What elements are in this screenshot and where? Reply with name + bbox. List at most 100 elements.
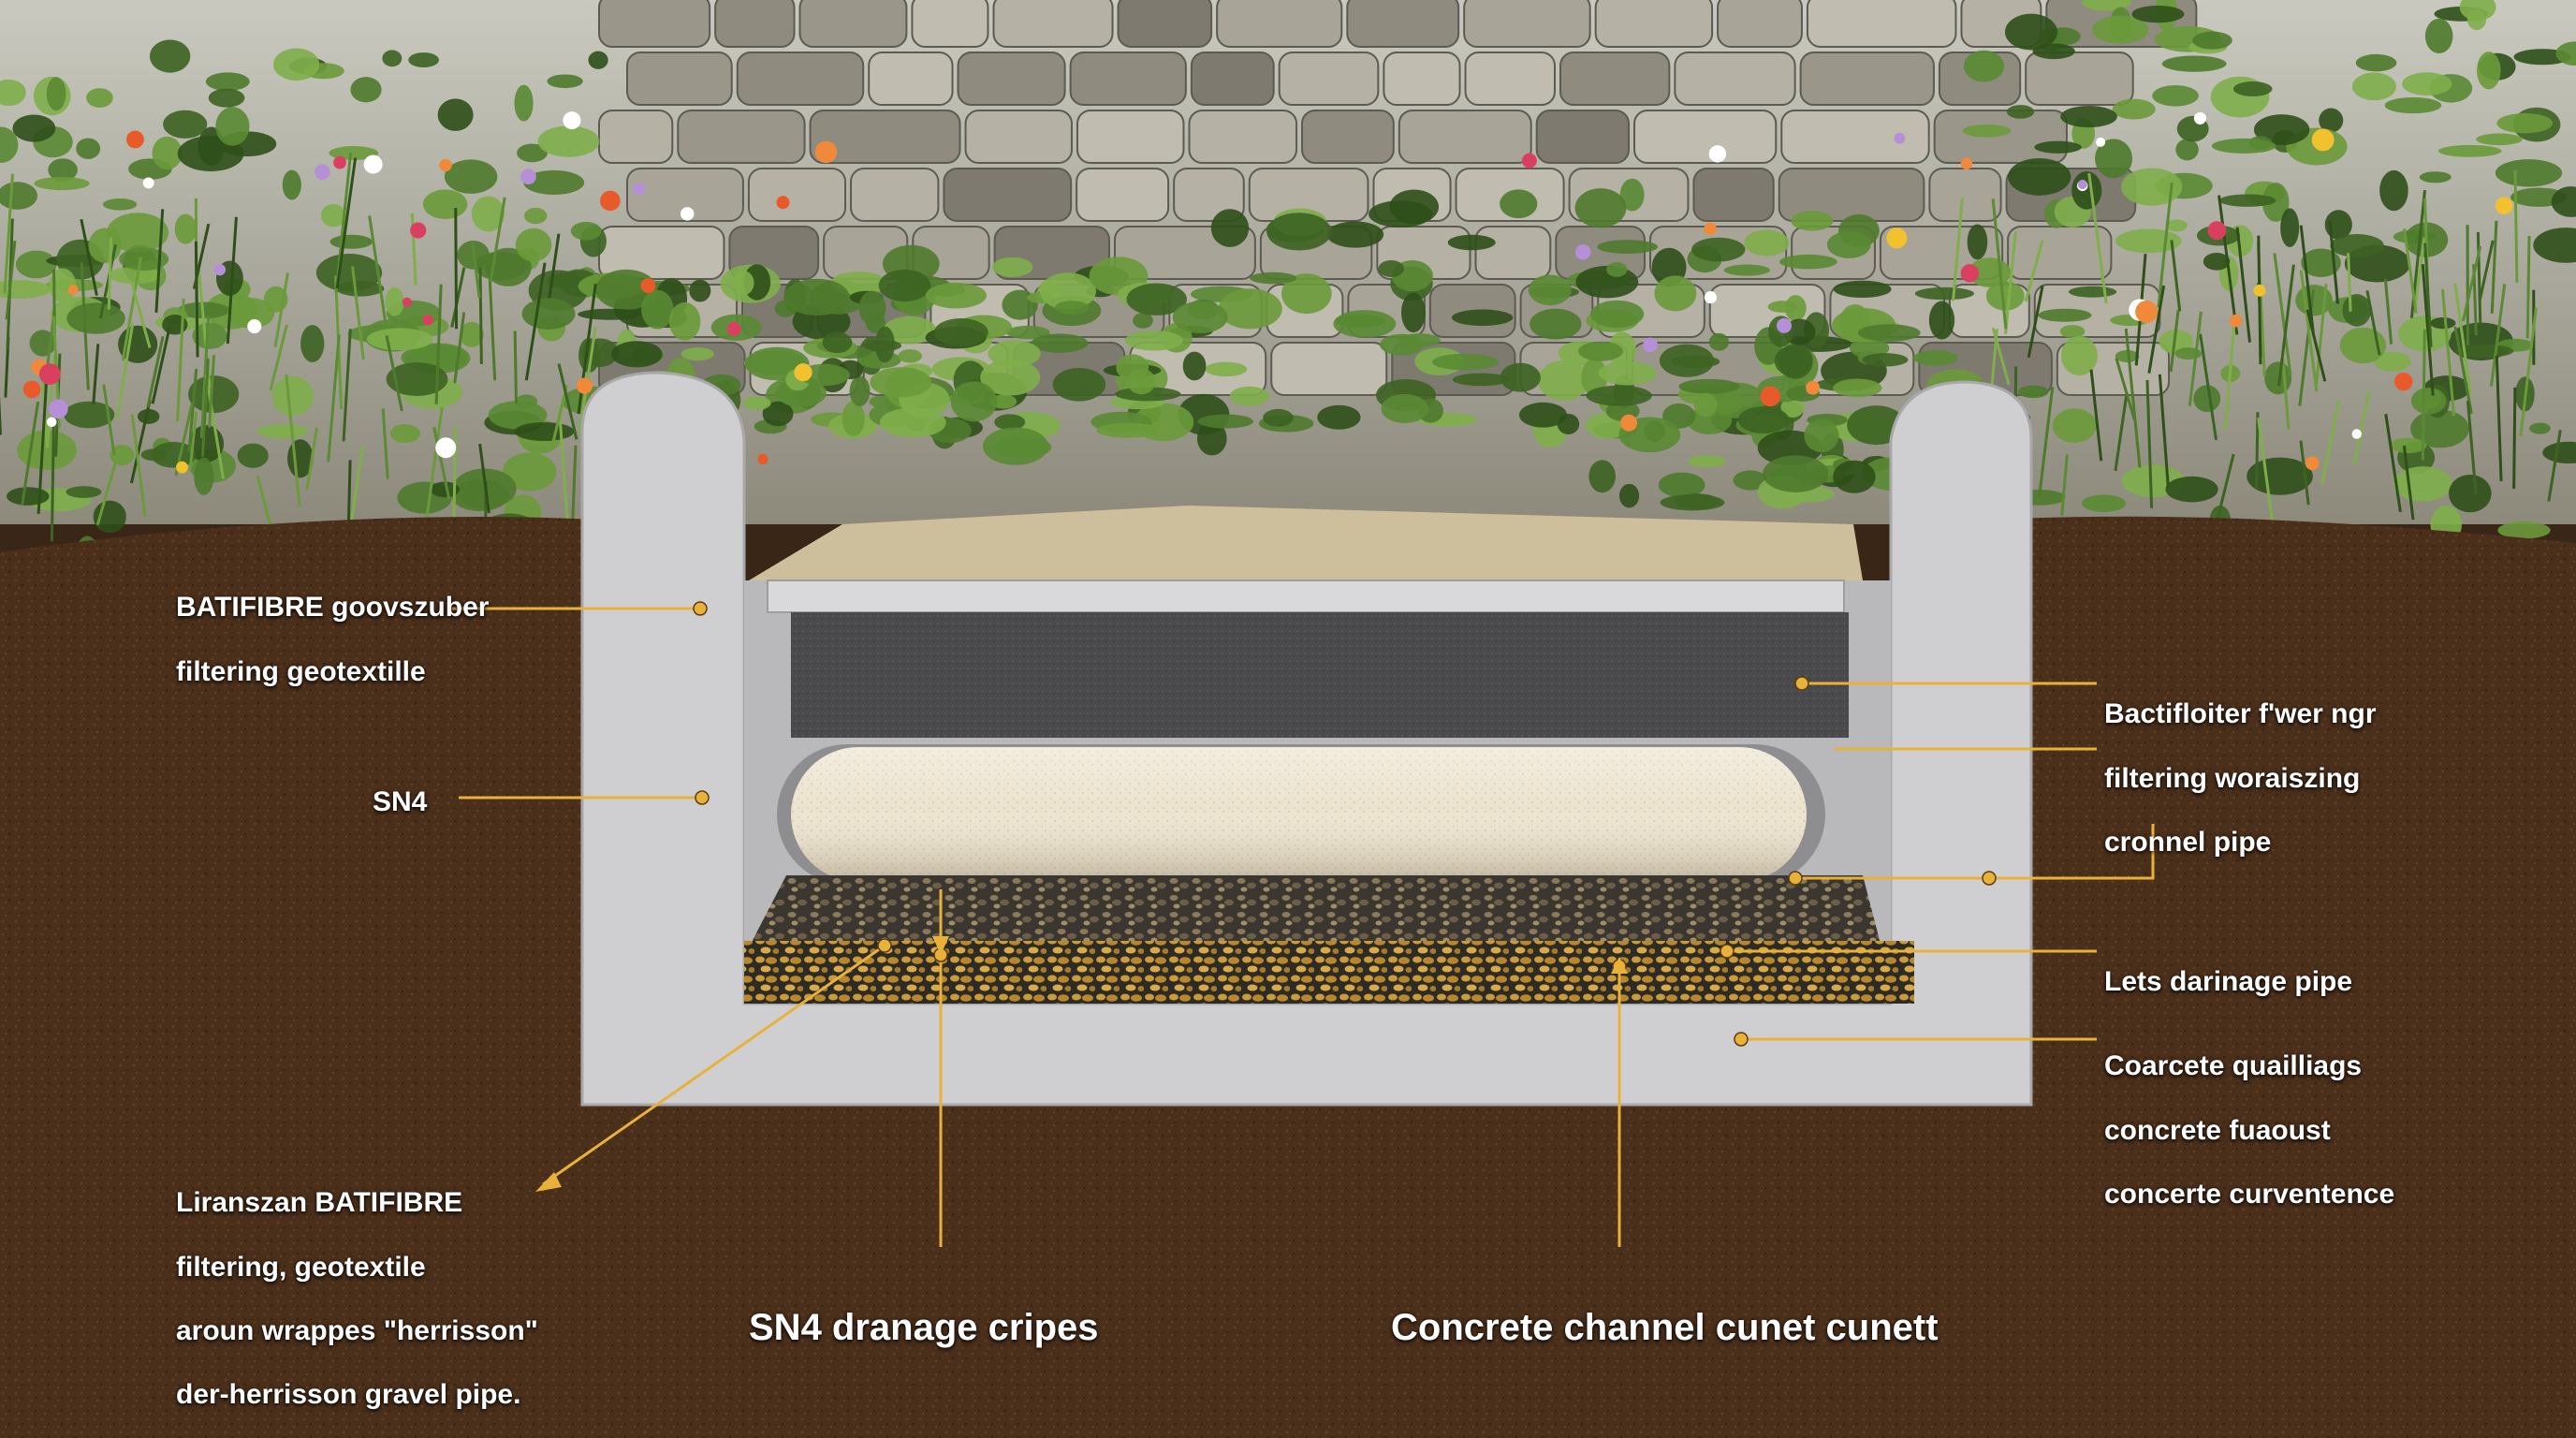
foliage-leaf (1326, 221, 1384, 248)
foliage-leaf (0, 126, 19, 163)
grass-blade (226, 216, 238, 345)
flower (2135, 301, 2159, 324)
foliage-leaf (2495, 159, 2563, 187)
wall-stone (714, 0, 796, 48)
flower (814, 140, 838, 164)
foliage-leaf (2555, 41, 2576, 66)
flower (176, 461, 188, 474)
foliage-leaf (1127, 368, 1156, 395)
flower (410, 222, 427, 239)
flower (600, 190, 621, 212)
foliage-leaf (2059, 325, 2086, 338)
foliage-leaf (208, 88, 245, 108)
foliage-leaf (1619, 178, 1645, 212)
foliage-leaf (137, 408, 160, 424)
label-line: Liranszan BATIFIBRE (176, 1187, 463, 1219)
foliage-leaf (15, 250, 57, 279)
foliage-leaf (66, 302, 125, 334)
foliage-leaf (2551, 186, 2576, 217)
leader-dot (1982, 871, 1997, 886)
grass-blade (2315, 284, 2328, 386)
flower (1886, 227, 1908, 249)
foliage-leaf (389, 424, 421, 444)
label-line: aroun wrappes "herrisson" (176, 1314, 538, 1346)
grass-blade (2440, 288, 2456, 417)
grass-blade (2157, 183, 2174, 308)
foliage-leaf (2038, 308, 2092, 322)
grass-blade (2255, 412, 2260, 490)
leader-dot (695, 790, 710, 805)
foliage-leaf (408, 52, 439, 67)
foliage-leaf (1124, 330, 1183, 351)
foliage-leaf (842, 401, 865, 436)
foliage-leaf (488, 401, 548, 430)
foliage-leaf (990, 394, 1017, 409)
grass-blade (2383, 279, 2393, 345)
wall-stone (943, 168, 1073, 222)
grass-blade (2170, 240, 2182, 312)
foliage-leaf (1928, 301, 1955, 340)
wall-stone (1463, 0, 1591, 48)
foliage-leaf (2301, 248, 2341, 278)
foliage-leaf (2032, 43, 2075, 60)
foliage-leaf (2218, 194, 2276, 207)
foliage-leaf (1432, 353, 1499, 371)
grass-blade (2365, 290, 2381, 356)
foliage-leaf (1196, 421, 1227, 456)
foliage-leaf (1052, 367, 1106, 402)
foliage-leaf (12, 114, 56, 142)
wall-stone (1076, 110, 1185, 164)
foliage-leaf (2192, 31, 2232, 50)
foliage-leaf (76, 138, 101, 159)
wall-stone (868, 51, 954, 106)
flower (46, 417, 57, 428)
label-line: Concrete channel cunet cunett (1391, 1306, 1939, 1348)
foliage-leaf (2165, 219, 2188, 232)
foliage-leaf (444, 159, 498, 194)
wall-stone (2007, 226, 2113, 280)
grass-blade (1991, 198, 2008, 330)
foliage-leaf (48, 158, 78, 182)
grass-blade (2004, 231, 2017, 334)
foliage-leaf (108, 266, 161, 285)
wall-stone (1806, 0, 1957, 48)
leader-dot (1734, 1032, 1749, 1047)
grass-blade (335, 157, 358, 289)
foliage-leaf (152, 136, 183, 170)
foliage-leaf (1182, 351, 1207, 381)
leader-arrowhead (932, 936, 949, 955)
grass-blade (2513, 169, 2519, 283)
foliage-leaf (205, 72, 250, 91)
flower (794, 363, 812, 382)
grass-blade (176, 299, 185, 422)
soil-ground (0, 516, 655, 1438)
wall-stone (850, 168, 940, 222)
foliage-leaf (1518, 402, 1568, 428)
flower (1704, 291, 1717, 304)
grass-blade (199, 315, 211, 438)
foliage-leaf (1250, 271, 1297, 285)
label-line: filtering, geotextile (176, 1251, 426, 1283)
foliage-leaf (2095, 139, 2133, 179)
wall-stone (1069, 51, 1187, 106)
foliage-leaf (2497, 521, 2551, 539)
foliage-leaf (1447, 234, 1496, 251)
foliage-leaf (1197, 414, 1254, 429)
foliage-leaf (188, 375, 240, 414)
grass-blade (2257, 235, 2262, 365)
leader-dot (1788, 871, 1803, 886)
grass-blade (570, 445, 578, 530)
wall-stone (2025, 51, 2134, 106)
foliage-leaf (1378, 259, 1405, 278)
flower (1960, 157, 1973, 170)
foliage-leaf (783, 278, 850, 316)
grass-blade (424, 406, 444, 525)
foliage-leaf (385, 287, 404, 316)
grass-blade (2305, 309, 2327, 382)
foliage-leaf (681, 347, 714, 361)
foliage-leaf (2264, 361, 2292, 395)
flower (48, 399, 68, 419)
grass-blade (3, 173, 14, 294)
leader-line (542, 944, 886, 1186)
foliage-leaf (1381, 393, 1429, 423)
